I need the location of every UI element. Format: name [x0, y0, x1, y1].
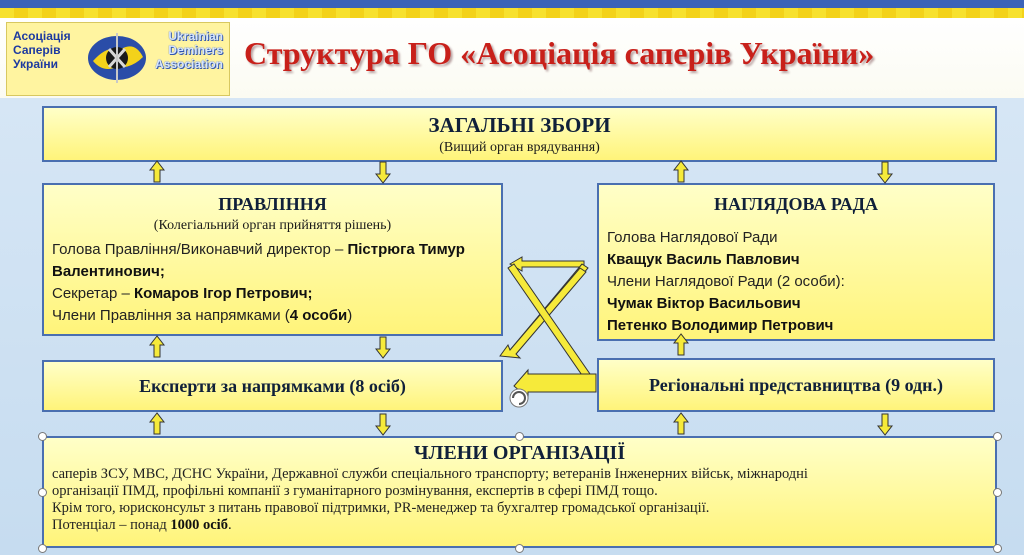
supervisory-title: НАГЛЯДОВА РАДА: [714, 194, 878, 214]
experts-label: Експерти за напрямками (8 осіб): [139, 376, 406, 396]
general-meeting-title: ЗАГАЛЬНІ ЗБОРИ: [428, 113, 611, 137]
experts-box[interactable]: Експерти за напрямками (8 осіб): [42, 360, 503, 412]
board-chair-label: Голова Правління/Виконавчий директор –: [52, 241, 348, 258]
logo-text-ua: Асоціація Саперів України: [13, 29, 83, 71]
members-title: ЧЛЕНИ ОРГАНІЗАЦІЇ: [413, 442, 626, 464]
resize-handle[interactable]: [38, 488, 47, 497]
board-secretary: Секретар – Комаров Ігор Петрович;: [52, 283, 493, 305]
members-line-4: Потенціал – понад 1000 осіб.: [52, 517, 987, 534]
regional-label: Регіональні представництва (9 одн.): [648, 375, 944, 395]
board-chair: Голова Правління/Виконавчий директор – П…: [52, 239, 493, 283]
board-secretary-label: Секретар –: [52, 285, 134, 302]
logo-line: Асоціація: [13, 29, 71, 43]
members-box[interactable]: ЧЛЕНИ ОРГАНІЗАЦІЇ саперів ЗСУ, МВС, ДСНС…: [42, 436, 997, 548]
logo-line: Association: [154, 57, 223, 71]
board-members-count: 4 особи: [289, 307, 348, 324]
members-potential-end: .: [227, 517, 232, 533]
board-chair-name: Пістрюга Тимур Валентинович;: [52, 241, 465, 280]
supervisory-members-label: Члени Наглядової Ради (2 особи):: [607, 273, 845, 290]
board-subtitle: (Колегіальний орган прийняття рішень): [153, 218, 392, 233]
board-box[interactable]: ПРАВЛІННЯ (Колегіальний орган прийняття …: [42, 183, 503, 336]
logo-line: Саперів: [13, 43, 61, 57]
members-line-3: Крім того, юрисконсульт з питань правово…: [52, 500, 710, 516]
members-potential-label: Потенціал – понад: [52, 517, 171, 533]
yellow-stripe: [0, 8, 1024, 18]
supervisory-chair-label: Голова Наглядової Ради: [607, 229, 778, 246]
general-meeting-box[interactable]: ЗАГАЛЬНІ ЗБОРИ (Вищий орган врядування): [42, 106, 997, 162]
mine-emblem-icon: [88, 33, 146, 83]
members-potential-value: 1000 осіб: [170, 517, 228, 533]
resize-handle[interactable]: [993, 488, 1002, 497]
board-members-label: Члени Правління за напрямками (: [52, 307, 290, 324]
resize-handle[interactable]: [38, 432, 47, 441]
resize-handle[interactable]: [993, 544, 1002, 553]
supervisory-chair-name: Кващук Василь Павлович: [607, 251, 800, 268]
top-stripe: [0, 0, 1024, 8]
board-members: Члени Правління за напрямками (4 особи): [52, 305, 493, 327]
resize-handle[interactable]: [515, 432, 524, 441]
supervisory-member-1: Чумак Віктор Васильович: [607, 295, 801, 312]
resize-handle[interactable]: [993, 432, 1002, 441]
logo-text-en: Ukrainian Deminers Association: [153, 29, 223, 71]
board-secretary-name: Комаров Ігор Петрович;: [134, 285, 313, 302]
supervisory-board-box[interactable]: НАГЛЯДОВА РАДА Голова Наглядової Ради Кв…: [597, 183, 995, 341]
logo-line: Deminers: [168, 43, 223, 57]
logo-line: України: [13, 57, 59, 71]
page-title: Структура ГО «Асоціація саперів України»: [244, 35, 875, 71]
supervisory-member-2: Петенко Володимир Петрович: [607, 317, 834, 334]
logo-line: Ukrainian: [168, 29, 223, 43]
board-members-close: ): [347, 307, 353, 324]
board-title: ПРАВЛІННЯ: [218, 194, 327, 214]
regional-box[interactable]: Регіональні представництва (9 одн.): [597, 358, 995, 412]
resize-handle[interactable]: [38, 544, 47, 553]
general-meeting-subtitle: (Вищий орган врядування): [439, 140, 600, 155]
members-line-1: саперів ЗСУ, МВС, ДСНС України, Державно…: [52, 466, 808, 482]
members-line-2: організації ПМД, профільні компанії з гу…: [52, 483, 658, 499]
resize-handle[interactable]: [515, 544, 524, 553]
association-logo: Асоціація Саперів України Ukrainian Demi…: [6, 22, 230, 96]
